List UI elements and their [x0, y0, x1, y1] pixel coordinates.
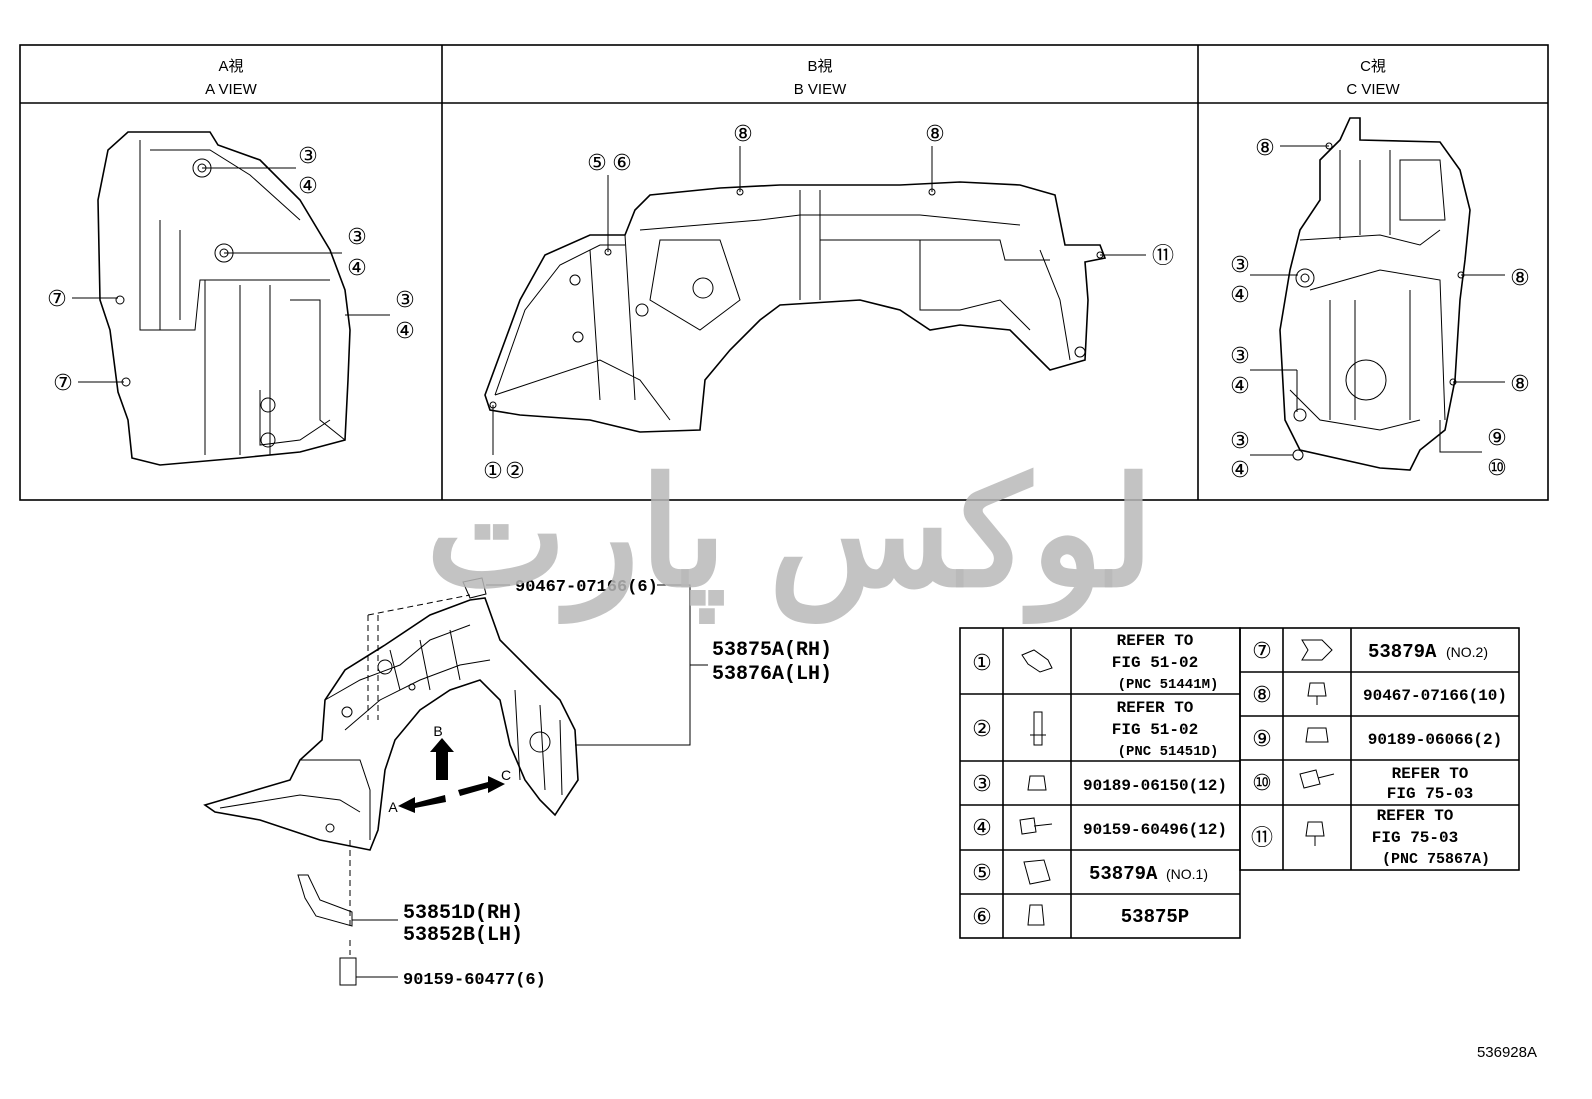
view-c-title-jp: C視	[1360, 58, 1386, 75]
callout-a-4-top: ④	[298, 174, 318, 199]
callout-c-3-mid: ③	[1230, 344, 1250, 369]
table-left-row6-num: ⑥	[972, 905, 992, 930]
callout-c-4-mid: ④	[1230, 374, 1250, 399]
table-right-row7-part: 53879A	[1368, 641, 1437, 663]
callout-c-4-low: ④	[1230, 458, 1250, 483]
view-frame	[19, 44, 1549, 501]
callout-c-8-mid: ⑧	[1510, 266, 1530, 291]
callout-c-10: ⑩	[1487, 456, 1507, 481]
label-liner-lh: 53876A(LH)	[712, 663, 832, 686]
callout-c-3-top: ③	[1230, 253, 1250, 278]
table-right-row10-line2: FIG 75-03	[1387, 785, 1473, 803]
table-left-row5-num: ⑤	[972, 861, 992, 886]
fender-liner-drawing	[203, 577, 708, 986]
table-left-row2-line2: FIG 51-02	[1112, 721, 1198, 739]
table-right-row9-part: 90189-06066(2)	[1368, 731, 1502, 749]
table-left-row1-line3: (PNC 51441M)	[1118, 677, 1219, 693]
parts-table-right	[1239, 627, 1520, 871]
callout-a-4-right: ④	[395, 319, 415, 344]
table-left-row5-suffix: (NO.1)	[1166, 866, 1208, 882]
table-left-row2-line1: REFER TO	[1117, 699, 1194, 717]
table-right-row7-suffix: (NO.2)	[1446, 644, 1488, 660]
table-left-row1-num: ①	[972, 651, 992, 676]
callout-a-7-lower: ⑦	[53, 371, 73, 396]
table-right-row8-part: 90467-07166(10)	[1363, 687, 1507, 705]
table-left-row3-part: 90189-06150(12)	[1083, 777, 1227, 795]
callout-c-3-low: ③	[1230, 429, 1250, 454]
label-liner-rh: 53875A(RH)	[712, 639, 832, 662]
table-left-row4-num: ④	[972, 816, 992, 841]
watermark-logo: لوکس پارت	[426, 449, 1155, 624]
view-a-title-en: A VIEW	[205, 81, 258, 98]
view-b-title-en: B VIEW	[794, 81, 847, 98]
table-left-row3-num: ③	[972, 772, 992, 797]
view-arrow-c: C	[501, 767, 511, 783]
table-right-row11-line3: (PNC 75867A)	[1382, 851, 1490, 868]
label-seal-lh: 53852B(LH)	[403, 924, 523, 947]
table-right-row11-num: ⑪	[1251, 826, 1273, 851]
callout-a-4-mid: ④	[347, 256, 367, 281]
callout-a-3-top: ③	[298, 144, 318, 169]
table-right-row8-num: ⑧	[1252, 683, 1272, 708]
table-left-row2-line3: (PNC 51451D)	[1118, 744, 1219, 760]
label-bolt-part: 90159-60477(6)	[403, 971, 546, 990]
table-left-row2-num: ②	[972, 717, 992, 742]
view-frame-border	[19, 44, 1549, 501]
callout-a-3-right: ③	[395, 288, 415, 313]
callout-b-8-left: ⑧	[733, 122, 753, 147]
table-left-row6-part: 53875P	[1121, 906, 1189, 928]
a-view-drawing	[72, 131, 390, 466]
view-arrow-b: B	[433, 723, 442, 739]
callout-b-2: ②	[505, 459, 525, 484]
view-c-title-en: C VIEW	[1346, 81, 1400, 98]
callout-c-9: ⑨	[1487, 426, 1507, 451]
parts-table-left	[959, 627, 1241, 939]
label-seal-rh: 53851D(RH)	[403, 902, 523, 925]
callout-b-1: ①	[483, 459, 503, 484]
callout-c-4-top: ④	[1230, 283, 1250, 308]
callout-a-7-upper: ⑦	[47, 287, 67, 312]
callout-c-8-top: ⑧	[1255, 136, 1275, 161]
table-right-row11-line2: FIG 75-03	[1372, 829, 1458, 847]
table-right-row11-line1: REFER TO	[1377, 807, 1454, 825]
callout-b-8-right: ⑧	[925, 122, 945, 147]
table-left-row1-line1: REFER TO	[1117, 632, 1194, 650]
table-right-row9-num: ⑨	[1252, 727, 1272, 752]
view-b-title-jp: B視	[807, 58, 832, 75]
callout-c-8-low: ⑧	[1510, 372, 1530, 397]
table-right-row10-line1: REFER TO	[1392, 765, 1469, 783]
callout-b-11: ⑪	[1152, 244, 1174, 269]
c-view-drawing	[1250, 117, 1505, 471]
callout-a-3-mid: ③	[347, 225, 367, 250]
view-arrow-a: A	[388, 799, 398, 815]
label-clip-part: 90467-07166(6)	[515, 578, 658, 597]
drawing-id: 536928A	[1477, 1044, 1537, 1061]
table-right-row7-num: ⑦	[1252, 639, 1272, 664]
table-left-row5-part: 53879A	[1089, 863, 1158, 885]
b-view-drawing	[484, 146, 1146, 455]
callout-b-6: ⑥	[612, 151, 632, 176]
view-a-title-jp: A視	[218, 58, 243, 75]
table-right-row10-num: ⑩	[1252, 771, 1272, 796]
table-left-row4-part: 90159-60496(12)	[1083, 821, 1227, 839]
callout-b-5: ⑤	[587, 151, 607, 176]
table-left-row1-line2: FIG 51-02	[1112, 654, 1198, 672]
